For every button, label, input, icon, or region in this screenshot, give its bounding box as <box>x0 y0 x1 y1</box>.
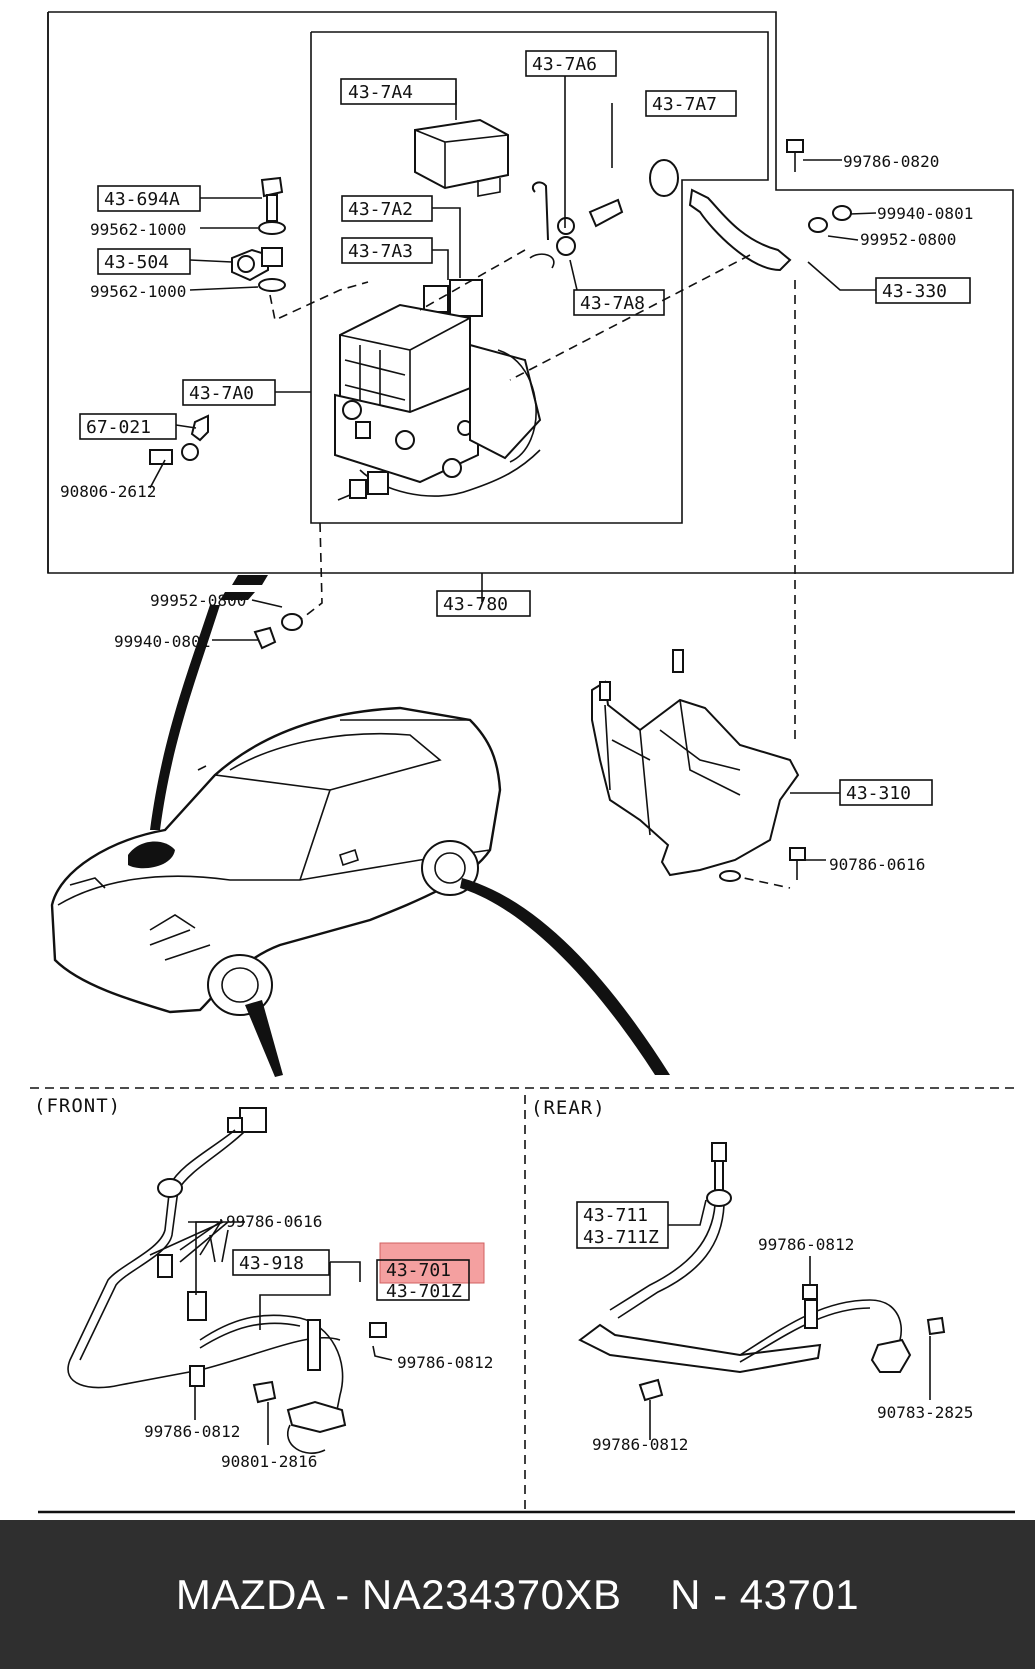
label-99562-1000-lower: 99562-1000 <box>90 282 186 301</box>
part-number-labels: 43-7A4 43-7A6 43-7A7 43-7A2 43-7A3 43-7A… <box>34 54 973 1471</box>
fitting-hardware <box>529 139 852 272</box>
label-90783-2825: 90783-2825 <box>877 1403 973 1422</box>
label-43-711Z: 43-711Z <box>583 1227 659 1248</box>
label-43-310: 43-310 <box>846 783 911 804</box>
abs-parts-diagram: 43-7A4 43-7A6 43-7A7 43-7A2 43-7A3 43-7A… <box>30 11 1015 1514</box>
label-99786-0812-rear-bottom: 99786-0812 <box>592 1435 688 1454</box>
label-43-330: 43-330 <box>882 281 947 302</box>
label-90806-2612: 90806-2612 <box>60 482 156 501</box>
label-43-7A0: 43-7A0 <box>189 383 254 404</box>
label-43-780: 43-780 <box>443 594 508 615</box>
label-99786-0820: 99786-0820 <box>843 152 939 171</box>
label-99952-0800-mid: 99952-0800 <box>150 591 246 610</box>
label-43-7A2: 43-7A2 <box>348 199 413 220</box>
label-43-711: 43-711 <box>583 1205 648 1226</box>
label-99786-0812-front-left: 99786-0812 <box>144 1422 240 1441</box>
part-caption: MAZDA - NA234370XB N - 43701 <box>175 1570 860 1618</box>
hydraulic-unit-drawing <box>149 118 542 501</box>
label-99940-0801-mid: 99940-0801 <box>114 632 210 651</box>
label-43-918: 43-918 <box>239 1253 304 1274</box>
label-43-504: 43-504 <box>104 252 169 273</box>
label-99940-0801-top: 99940-0801 <box>877 204 973 223</box>
vehicle-outline <box>50 706 502 1016</box>
front-section-heading: (FRONT) <box>34 1095 121 1117</box>
rear-speed-sensor-drawing <box>578 1142 946 1402</box>
top-leader-lines <box>149 76 877 861</box>
front-leader-lines <box>149 1219 393 1445</box>
label-43-7A8: 43-7A8 <box>580 293 645 314</box>
label-43-7A6: 43-7A6 <box>532 54 597 75</box>
frame-nut-washer <box>253 613 303 650</box>
pointer-wedges <box>150 575 670 1077</box>
part-caption-bar: MAZDA - NA234370XB N - 43701 <box>0 1520 1035 1669</box>
front-speed-sensor-drawing <box>67 1107 387 1454</box>
label-99786-0812-front-right: 99786-0812 <box>397 1353 493 1372</box>
rear-leader-lines <box>649 1199 931 1440</box>
label-43-7A7: 43-7A7 <box>652 94 717 115</box>
hcu-bracket-drawing <box>591 649 806 882</box>
label-99562-1000-upper: 99562-1000 <box>90 220 186 239</box>
label-99786-0616: 99786-0616 <box>226 1212 322 1231</box>
part-label-boxes <box>79 50 971 1301</box>
label-43-701Z: 43-701Z <box>386 1281 462 1302</box>
mount-hardware-stack <box>231 176 286 292</box>
label-43-701: 43-701 <box>386 1260 451 1281</box>
label-99786-0812-rear-top: 99786-0812 <box>758 1235 854 1254</box>
label-90801-2816: 90801-2816 <box>221 1452 317 1471</box>
label-43-7A4: 43-7A4 <box>348 82 413 103</box>
label-90786-0616: 90786-0616 <box>829 855 925 874</box>
label-43-694A: 43-694A <box>104 189 180 210</box>
rear-section-heading: (REAR) <box>531 1097 606 1119</box>
assembly-frame <box>47 11 1014 574</box>
dashed-guides <box>269 249 796 889</box>
section-dividers <box>30 1087 1015 1514</box>
label-67-021: 67-021 <box>86 417 151 438</box>
label-43-7A3: 43-7A3 <box>348 241 413 262</box>
label-99952-0800-top: 99952-0800 <box>860 230 956 249</box>
